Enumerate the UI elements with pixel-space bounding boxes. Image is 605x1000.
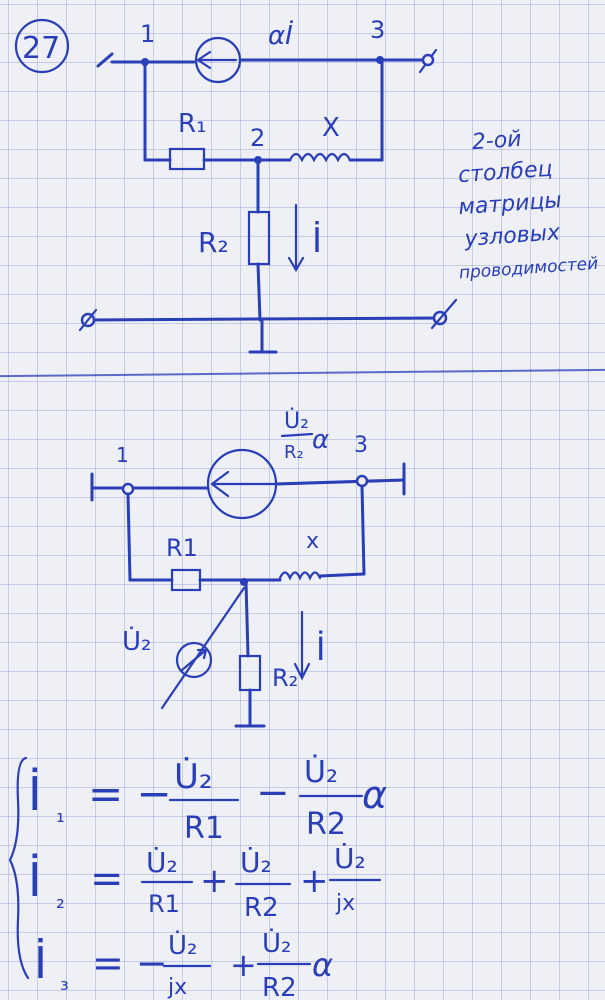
source-b-numerator: U̇₂ — [284, 408, 309, 434]
note-line-1: 2-ой — [471, 127, 522, 155]
system-brace — [8, 756, 30, 980]
ground-tick-right — [430, 298, 458, 330]
eq1-alpha: α — [362, 773, 387, 817]
node-label-2: 2 — [250, 124, 265, 152]
wire-b-node2-down — [244, 580, 250, 658]
ground-bus-top — [86, 316, 442, 322]
resistor-r1-top — [168, 147, 206, 171]
wire-b-right-vertical — [360, 484, 366, 576]
current-arrow-bottom — [293, 610, 311, 681]
node-label-3: 3 — [370, 16, 385, 44]
equation-3: İ ₃ = − U̇₂ jx + U̇₂ R2 α — [34, 927, 333, 1000]
source-label-top: αİ — [268, 19, 293, 51]
terminal-left — [96, 52, 114, 68]
bottom-circuit: 1 3 U̇₂ R₂ α R1 x R₂ U̇₂ İ — [90, 408, 406, 728]
terminal-3-node — [421, 53, 435, 67]
eq1-op: − — [256, 770, 290, 816]
wire-b-x-right — [318, 572, 366, 578]
eq1-t1-den: R1 — [184, 811, 224, 846]
eq3-lhs: İ — [34, 937, 47, 989]
eq2-t1-den: R1 — [148, 890, 180, 918]
source-b-denominator: R₂ — [284, 442, 304, 463]
inductor-x-bottom — [278, 571, 322, 581]
eq3-alpha: α — [312, 946, 333, 984]
note-line-2: столбец — [457, 157, 553, 189]
wire-b-right — [274, 478, 406, 486]
eq1-lhs-sub: ₁ — [56, 803, 65, 828]
eq3-t1-num: U̇₂ — [168, 929, 197, 961]
r1-label-top: R₁ — [178, 109, 207, 139]
note-line-5: проводимостей — [458, 254, 599, 284]
voltage-label-bottom: U̇₂ — [122, 625, 151, 657]
eq2-t1-num: U̇₂ — [146, 846, 178, 879]
source-arrow-top — [196, 50, 238, 70]
voltage-source-wire — [160, 586, 246, 710]
eq1-t2-num: U̇₂ — [304, 755, 338, 790]
source-b-fraction-bar — [280, 432, 314, 438]
source-arrow-bottom — [210, 470, 276, 498]
eq3-lhs-sub: ₃ — [60, 971, 69, 996]
resistor-r2-bottom — [238, 654, 262, 692]
equation-system: İ ₁ = − U̇₂ R1 − U̇₂ R2 α İ ₂ = U̇₂ R1 +… — [8, 755, 387, 1000]
current-arrow-top — [287, 203, 305, 273]
problem-number: 27 — [14, 18, 70, 74]
inductor-x-top — [288, 152, 352, 163]
ground-tick-left — [78, 308, 98, 332]
resistor-r2-top — [247, 210, 271, 266]
equation-1: İ ₁ = − U̇₂ R1 − U̇₂ R2 α — [28, 755, 387, 846]
node-b1 — [121, 482, 135, 496]
equation-2: İ ₂ = U̇₂ R1 + U̇₂ R2 + U̇₂ jx — [28, 842, 382, 923]
node-label-1: 1 — [140, 20, 155, 48]
voltage-source-bottom — [175, 641, 213, 679]
note-line-4: узловых — [463, 220, 562, 252]
resistor-r1-bottom — [170, 568, 202, 592]
eq2-t3-num: U̇₂ — [334, 842, 366, 875]
r2-label-top: R₂ — [198, 226, 229, 259]
eq3-t2-den: R2 — [262, 973, 297, 1000]
eq3-eq: = − — [92, 941, 168, 985]
eq1-t1-num: U̇₂ — [174, 757, 213, 797]
current-label-bottom: İ — [316, 630, 325, 668]
source-b-coefficient: α — [312, 425, 329, 455]
eq2-op2: + — [300, 861, 329, 901]
r1-label-bottom: R1 — [166, 534, 198, 562]
eq1-lhs: İ — [28, 767, 42, 821]
problem-number-text: 27 — [22, 31, 60, 66]
wire-b-left-vertical — [126, 492, 132, 582]
top-circuit: 1 2 3 αİ R₁ X R₂ İ 2-ой столбец матрицы … — [78, 16, 599, 354]
r2-label-bottom: R₂ — [272, 664, 298, 692]
node-b-label-1: 1 — [116, 443, 129, 467]
current-label-top: İ — [312, 221, 322, 261]
eq3-t2-num: U̇₂ — [262, 927, 291, 959]
eq2-t2-den: R2 — [244, 893, 279, 923]
node-b-label-3: 3 — [354, 433, 368, 458]
eq3-t1-den: jx — [167, 975, 187, 1000]
eq2-op1: + — [200, 861, 229, 901]
note-line-3: матрицы — [458, 188, 563, 220]
eq1-eq: = − — [88, 769, 172, 818]
x-label-bottom: x — [306, 529, 319, 554]
wire-r2-to-ground — [256, 262, 262, 322]
eq2-lhs-sub: ₂ — [56, 889, 65, 914]
eq3-op: + — [230, 946, 257, 984]
eq2-eq: = — [90, 856, 124, 902]
side-note: 2-ой столбец матрицы узловых проводимост… — [457, 127, 599, 284]
eq2-lhs: İ — [28, 853, 42, 907]
x-label-top: X — [322, 113, 340, 143]
eq1-t2-den: R2 — [306, 807, 346, 842]
voltage-source-arrow — [180, 648, 208, 672]
eq2-t3-den: jx — [335, 891, 355, 916]
eq2-t2-num: U̇₂ — [240, 846, 272, 879]
